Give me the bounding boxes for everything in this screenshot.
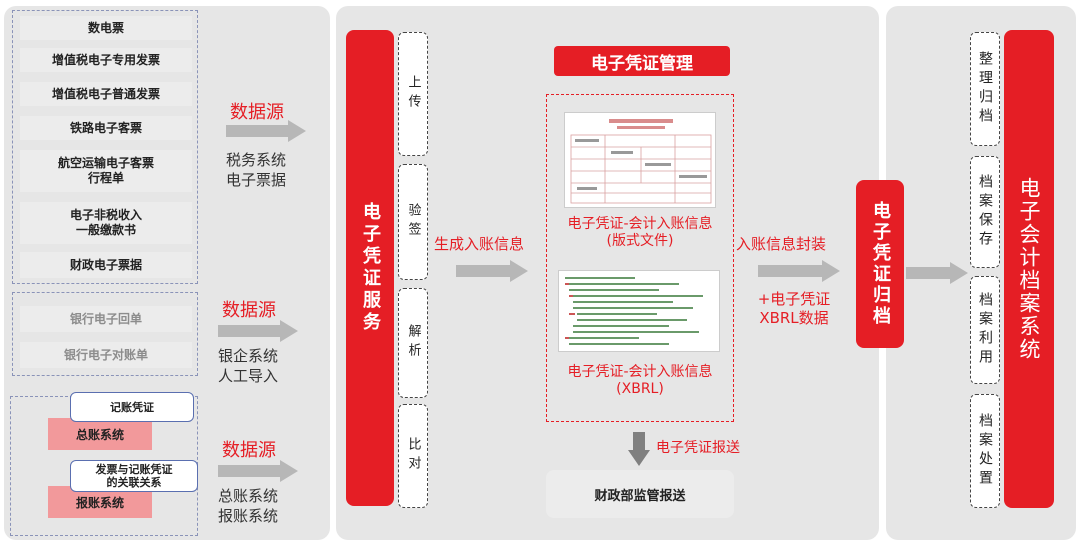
arrow-down-icon [628, 432, 650, 466]
source-item: 银行电子对账单 [20, 342, 192, 368]
datasource-desc: 税务系统 电子票据 [226, 151, 287, 189]
archive-step-dispose: 档案处置 [970, 394, 1000, 508]
source-item: 电子非税收入 一般缴款书 [20, 202, 192, 244]
voucher-box: 记账凭证 [70, 392, 194, 422]
report-arrow-label: 电子凭证报送 [656, 440, 740, 456]
archive-system-bar: 电子会计档案系统 [1004, 30, 1054, 508]
generate-label: 生成入账信息 [434, 235, 525, 253]
tax-sources-group [12, 10, 198, 284]
arrow-right-icon [906, 262, 968, 284]
archive-step-store: 档案保存 [970, 156, 1000, 268]
datasource-desc: 总账系统 报账系统 [218, 487, 279, 525]
xbrl-data-label: +电子凭证 XBRL数据 [757, 290, 831, 327]
general-ledger-box: 总账系统 [48, 418, 152, 450]
arrow-right-icon [226, 120, 306, 142]
archive-step-use: 档案利用 [970, 276, 1000, 384]
datasource-title: 数据源 [222, 440, 276, 461]
arrow-right-icon [758, 260, 840, 282]
source-item: 财政电子票据 [20, 252, 192, 278]
xbrl-document-thumbnail [558, 270, 720, 352]
source-item: 航空运输电子客票 行程单 [20, 150, 192, 192]
management-title: 电子凭证管理 [554, 46, 730, 76]
management-dashed-box [546, 94, 734, 422]
source-item: 铁路电子客票 [20, 116, 192, 140]
relation-box: 发票与记账凭证 的关联关系 [70, 460, 198, 492]
encapsulate-label: 入账信息封装 [736, 235, 827, 253]
arrow-right-icon [456, 260, 528, 282]
xbrl-document-label: 电子凭证-会计入账信息 (XBRL) [567, 364, 713, 397]
archive-step-organize: 整理归档 [970, 32, 1000, 146]
arrow-right-icon [218, 320, 298, 342]
source-item: 数电票 [20, 16, 192, 40]
datasource-title: 数据源 [222, 300, 276, 321]
step-verify: 验签 [398, 164, 428, 280]
source-item: 银行电子回单 [20, 306, 192, 332]
voucher-service-bar: 电子凭证服务 [346, 30, 394, 506]
layout-document-thumbnail [564, 112, 716, 208]
expense-system-box: 报账系统 [48, 486, 152, 518]
datasource-desc: 银企系统 人工导入 [218, 347, 279, 385]
step-parse: 解析 [398, 288, 428, 398]
datasource-title: 数据源 [230, 102, 284, 123]
report-box: 财政部监管报送 [546, 470, 734, 518]
voucher-archive-bar: 电子凭证归档 [856, 180, 904, 348]
step-compare: 比对 [398, 404, 428, 508]
layout-document-label: 电子凭证-会计入账信息 (版式文件) [567, 216, 713, 249]
bank-sources-group [12, 292, 198, 376]
source-item: 增值税电子普通发票 [20, 82, 192, 106]
step-upload: 上传 [398, 32, 428, 156]
arrow-right-icon [218, 460, 298, 482]
source-item: 增值税电子专用发票 [20, 48, 192, 72]
